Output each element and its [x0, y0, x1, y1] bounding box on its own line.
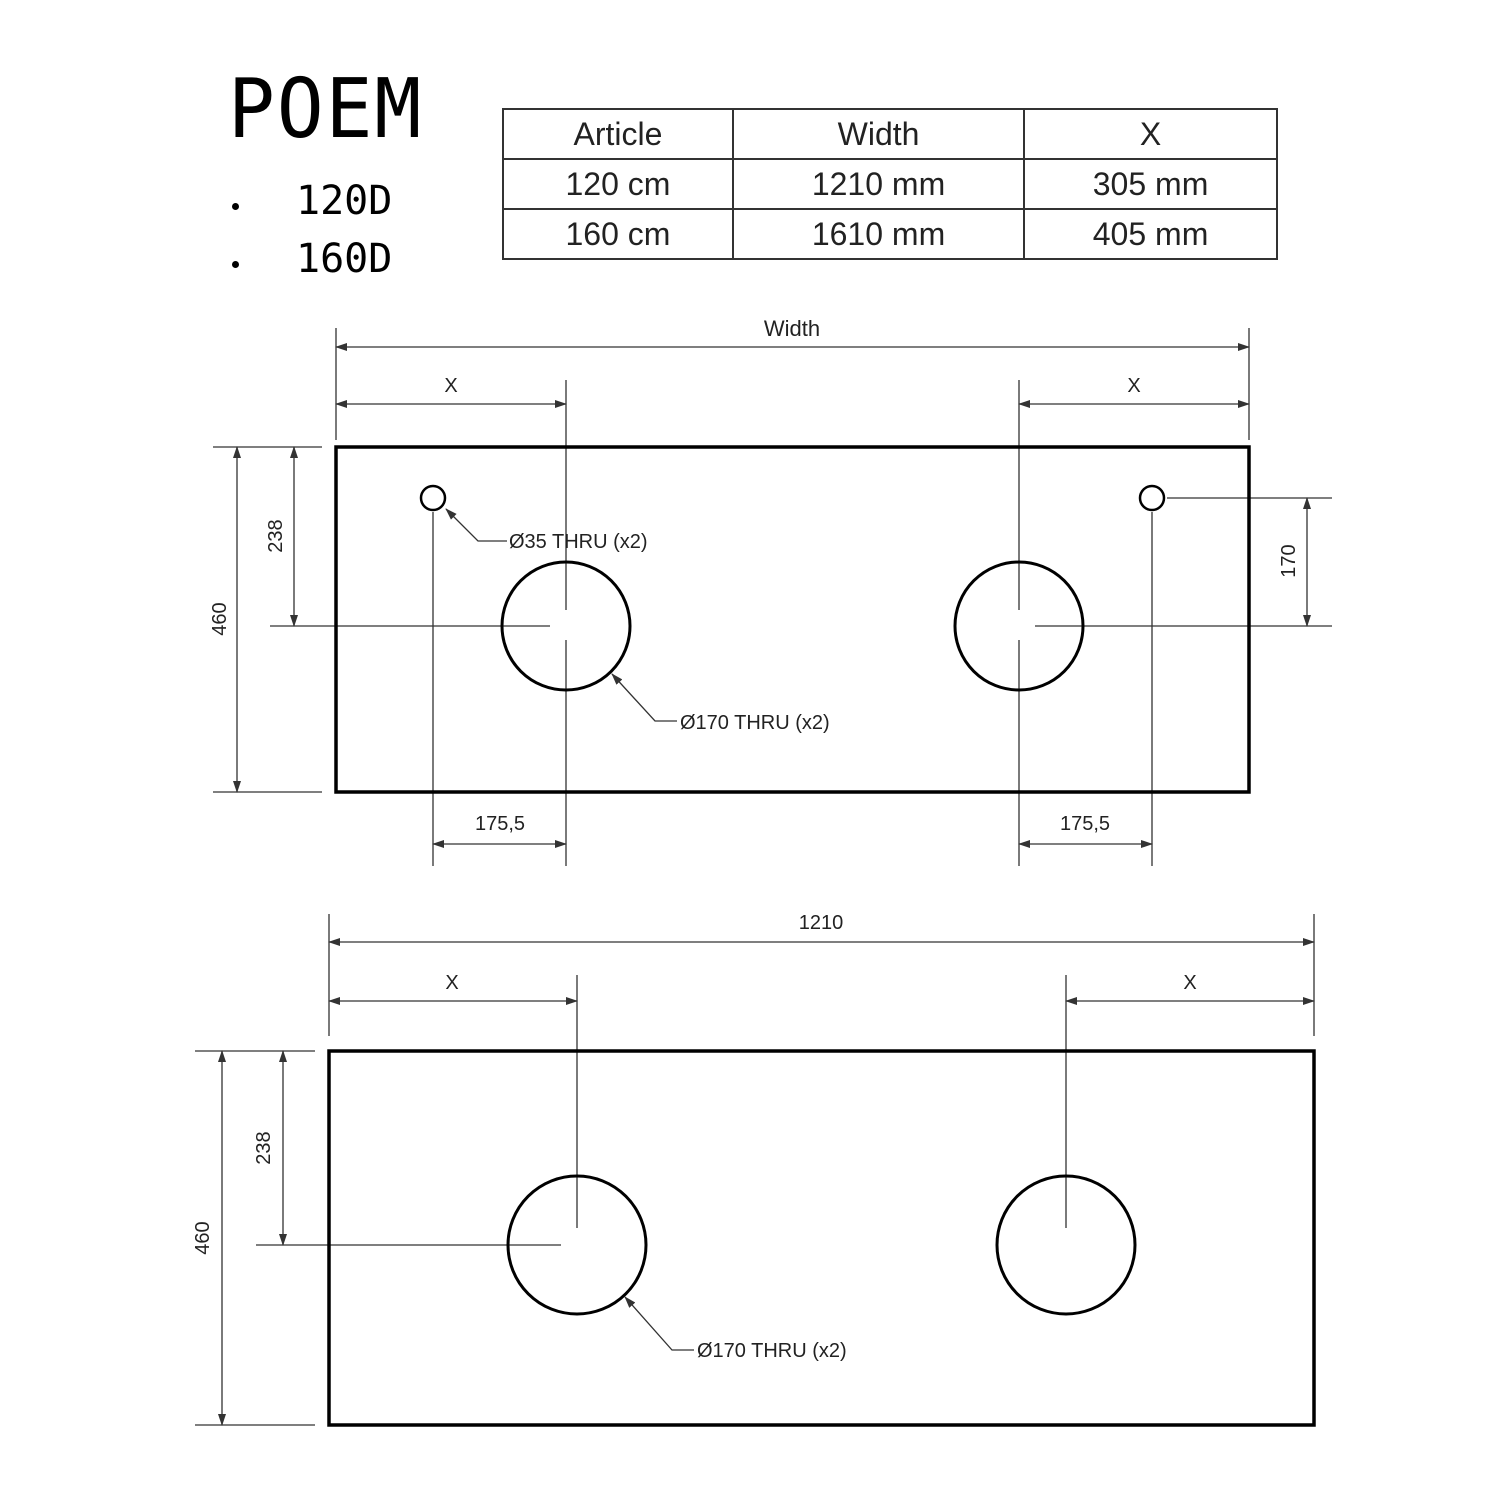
- basin-hole-right: [953, 560, 1085, 692]
- product-title: POEM: [228, 62, 424, 157]
- basin-hole-note: Ø170 THRU (x2): [680, 712, 830, 734]
- x-left-label: X: [445, 972, 458, 994]
- tap-hole-leader: [445, 508, 507, 542]
- basin-hole-leader: [624, 1296, 694, 1351]
- offset-238-label: 238: [253, 1131, 275, 1164]
- basin-hole-left: [506, 1174, 648, 1316]
- variant-120d: 120D: [296, 178, 393, 224]
- tap-hole-right: [1138, 484, 1166, 512]
- top-drawing: [213, 328, 1332, 866]
- tap-hole-left: [419, 484, 447, 512]
- basin-hole-leader: [611, 673, 677, 722]
- bullet-icon: [232, 261, 239, 268]
- table-row: 160 cm 1610 mm 405 mm: [502, 208, 1278, 260]
- table-header-row: Article Width X: [502, 108, 1278, 160]
- x-right-label: X: [1127, 375, 1140, 397]
- x-right-label: X: [1183, 972, 1196, 994]
- table-cell: 405 mm: [1023, 208, 1278, 260]
- tap-hole-note: Ø35 THRU (x2): [509, 531, 648, 553]
- bottom-drawing: [195, 914, 1316, 1427]
- table-header-cell: Width: [731, 108, 1026, 160]
- variant-160d: 160D: [296, 236, 393, 282]
- x-left-label: X: [444, 375, 457, 397]
- basin-hole-right: [995, 1174, 1137, 1316]
- countertop-outline: [334, 445, 1251, 794]
- basin-hole-note: Ø170 THRU (x2): [697, 1340, 847, 1362]
- height-label: 460: [209, 602, 231, 635]
- tap-spacing-left-label: 175,5: [475, 813, 525, 835]
- bullet-icon: [232, 203, 239, 210]
- table-cell: 1610 mm: [731, 208, 1026, 260]
- table-cell: 160 cm: [502, 208, 734, 260]
- width-label: Width: [764, 316, 820, 341]
- dimensions-table: Article Width X 120 cm 1210 mm 305 mm 16…: [502, 108, 1278, 260]
- basin-hole-left: [500, 560, 632, 692]
- offset-170-label: 170: [1278, 544, 1300, 577]
- height-label: 460: [192, 1221, 214, 1254]
- tap-spacing-right-label: 175,5: [1060, 813, 1110, 835]
- countertop-outline: [327, 1049, 1316, 1427]
- table-cell: 305 mm: [1023, 158, 1278, 210]
- table-cell: 1210 mm: [731, 158, 1026, 210]
- table-row: 120 cm 1210 mm 305 mm: [502, 158, 1278, 210]
- offset-238-label: 238: [265, 519, 287, 552]
- table-header-cell: Article: [502, 108, 734, 160]
- width-label: 1210: [799, 912, 844, 934]
- table-cell: 120 cm: [502, 158, 734, 210]
- table-header-cell: X: [1023, 108, 1278, 160]
